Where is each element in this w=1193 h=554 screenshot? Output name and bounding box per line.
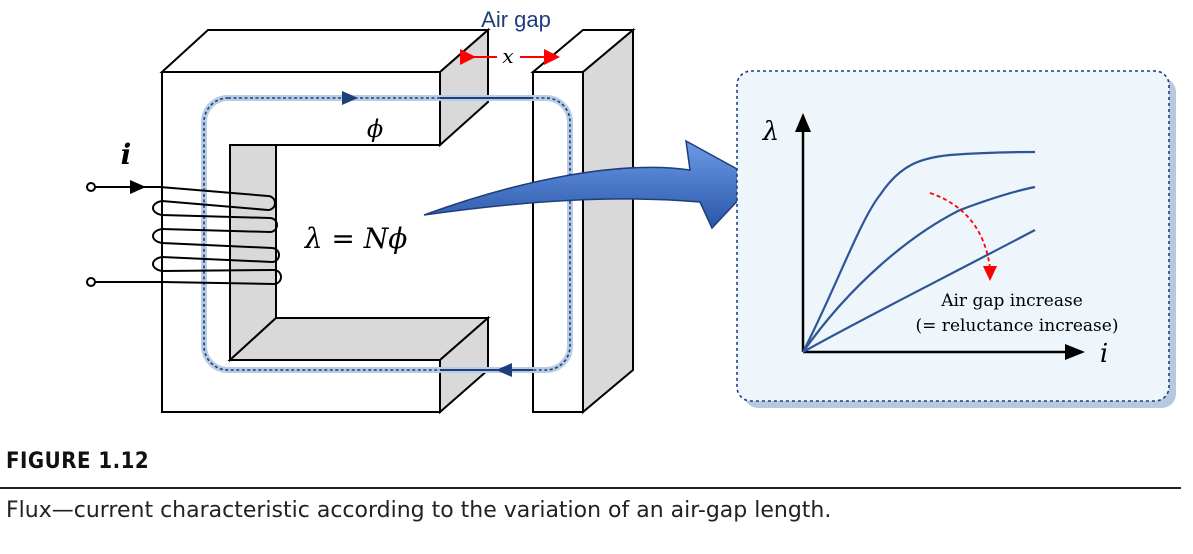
c-core-top-face (159, 29, 491, 73)
chart-annotation-line1: Air gap increase (940, 291, 1083, 311)
gap-symbol: x (502, 44, 513, 68)
c-core (159, 27, 491, 415)
flux-path (201, 91, 573, 377)
y-axis-arrowhead (795, 113, 811, 132)
chart-axes (801, 128, 1070, 354)
chart-annotation-line2: (= reluctance increase) (916, 316, 1119, 336)
flux-arrow-bottom (496, 363, 512, 377)
figure-label: FIGURE 1.12 (6, 449, 150, 474)
terminal-bottom (86, 277, 96, 287)
curve-medium-gap (802, 185, 1036, 353)
terminal-top (86, 182, 96, 192)
i-bar-front (532, 71, 584, 413)
coil (86, 180, 282, 287)
current-symbol: i (121, 138, 132, 171)
current-arrow (130, 180, 146, 194)
figure-caption: Flux—current characteristic according to… (6, 498, 832, 523)
flux-linkage-equation: λ = Nϕ (304, 222, 408, 255)
flux-arrow-top (342, 91, 358, 105)
x-axis-arrowhead (1065, 344, 1085, 360)
curve-small-gap (802, 150, 1036, 353)
y-axis-label: λ (762, 117, 779, 147)
gap-increase-arrowhead (983, 266, 997, 281)
i-bar (530, 27, 636, 415)
chart-curves (802, 150, 1036, 353)
gap-increase-arrow (929, 192, 991, 269)
x-axis-label: i (1100, 339, 1108, 369)
i-bar-side (582, 27, 634, 415)
flux-symbol: ϕ (367, 115, 383, 143)
caption-rule (0, 487, 1181, 489)
c-core-top-arm-side (439, 27, 489, 148)
air-gap-label: Air gap (481, 7, 551, 32)
curve-large-gap (802, 229, 1036, 353)
